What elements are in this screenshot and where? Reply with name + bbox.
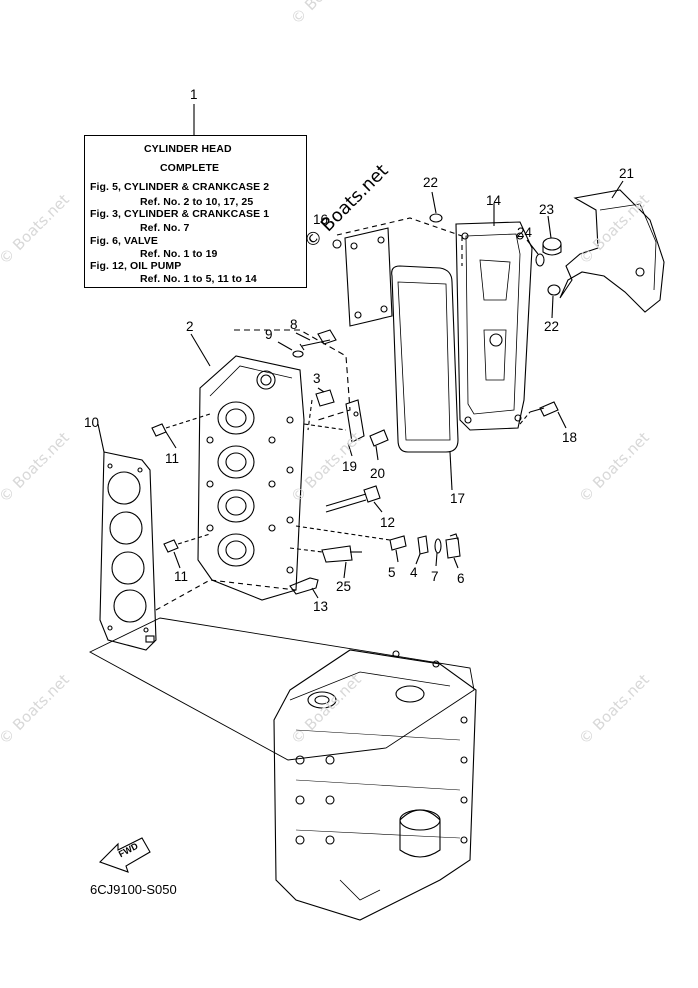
guard-21 xyxy=(559,189,665,313)
legend-line: Fig. 5, CYLINDER & CRANKCASE 2 xyxy=(90,181,270,193)
callout-6: 6 xyxy=(457,571,465,586)
callout-19: 19 xyxy=(342,459,358,474)
bolt-16 xyxy=(332,239,342,249)
bolt-12 xyxy=(325,485,381,513)
legend-line: Fig. 6, VALVE xyxy=(90,235,159,247)
o-ring-7 xyxy=(434,538,442,554)
callout-4: 4 xyxy=(410,565,418,580)
bolt-20 xyxy=(369,429,389,447)
callout-13: 13 xyxy=(313,599,329,614)
legend-box xyxy=(84,135,307,288)
plug-6 xyxy=(445,533,461,559)
callout-8: 8 xyxy=(290,317,298,332)
bolt-18 xyxy=(529,401,559,417)
legend-line: Fig. 12, OIL PUMP xyxy=(90,260,182,272)
callout-20: 20 xyxy=(370,466,386,481)
callout-17: 17 xyxy=(450,491,466,506)
dowel-pin-11-bottom xyxy=(163,539,179,553)
o-ring-24 xyxy=(535,253,545,267)
legend-line: Fig. 3, CYLINDER & CRANKCASE 1 xyxy=(90,208,270,220)
callout-3: 3 xyxy=(313,371,321,386)
callout-22-top: 22 xyxy=(423,175,439,190)
sleeve-4 xyxy=(417,535,429,555)
callout-9: 9 xyxy=(265,327,273,342)
callout-12: 12 xyxy=(380,515,396,530)
legend-title: CYLINDER HEAD xyxy=(144,143,232,155)
seal-22-top xyxy=(429,213,443,223)
legend-line: Ref. No. 2 to 10, 17, 25 xyxy=(140,196,254,208)
legend-line: Ref. No. 7 xyxy=(140,222,190,234)
callout-18: 18 xyxy=(562,430,578,445)
callout-14: 14 xyxy=(486,193,502,208)
callout-23: 23 xyxy=(539,202,555,217)
gasket-cover-16 xyxy=(344,227,393,327)
callout-24: 24 xyxy=(517,225,533,240)
sensor-25 xyxy=(321,545,362,563)
plate-19 xyxy=(345,399,365,443)
washer-9 xyxy=(292,350,304,358)
cylinder-head-cover-14 xyxy=(455,221,533,431)
callout-5: 5 xyxy=(388,565,396,580)
diagram-code: 6CJ9100-S050 xyxy=(90,882,177,897)
pin-3 xyxy=(315,389,335,407)
seal-22-right xyxy=(547,284,561,296)
bolt-13 xyxy=(289,577,319,595)
bolt-8 xyxy=(299,329,337,351)
callout-10: 10 xyxy=(84,415,100,430)
cylinder-head-2 xyxy=(197,355,305,601)
callout-16: 16 xyxy=(313,212,329,227)
callout-22-right: 22 xyxy=(544,319,560,334)
callout-21: 21 xyxy=(619,166,635,181)
callout-2: 2 xyxy=(186,319,194,334)
callout-1: 1 xyxy=(190,87,198,102)
callout-11-top: 11 xyxy=(165,451,180,466)
callout-25: 25 xyxy=(336,579,352,594)
gasket-10 xyxy=(99,451,157,651)
legend-line: Ref. No. 1 to 5, 11 to 14 xyxy=(140,273,257,285)
fwd-arrow-icon xyxy=(98,837,151,873)
legend-subtitle: COMPLETE xyxy=(160,162,220,174)
callout-7: 7 xyxy=(431,569,439,584)
callout-11-bottom: 11 xyxy=(174,569,189,584)
cap-23 xyxy=(542,237,562,256)
crankcase-block xyxy=(273,649,477,921)
dowel-pin-11-top xyxy=(151,423,167,437)
bolt-5 xyxy=(389,535,407,551)
legend-line: Ref. No. 1 to 19 xyxy=(140,248,218,260)
gasket-17 xyxy=(391,265,459,453)
